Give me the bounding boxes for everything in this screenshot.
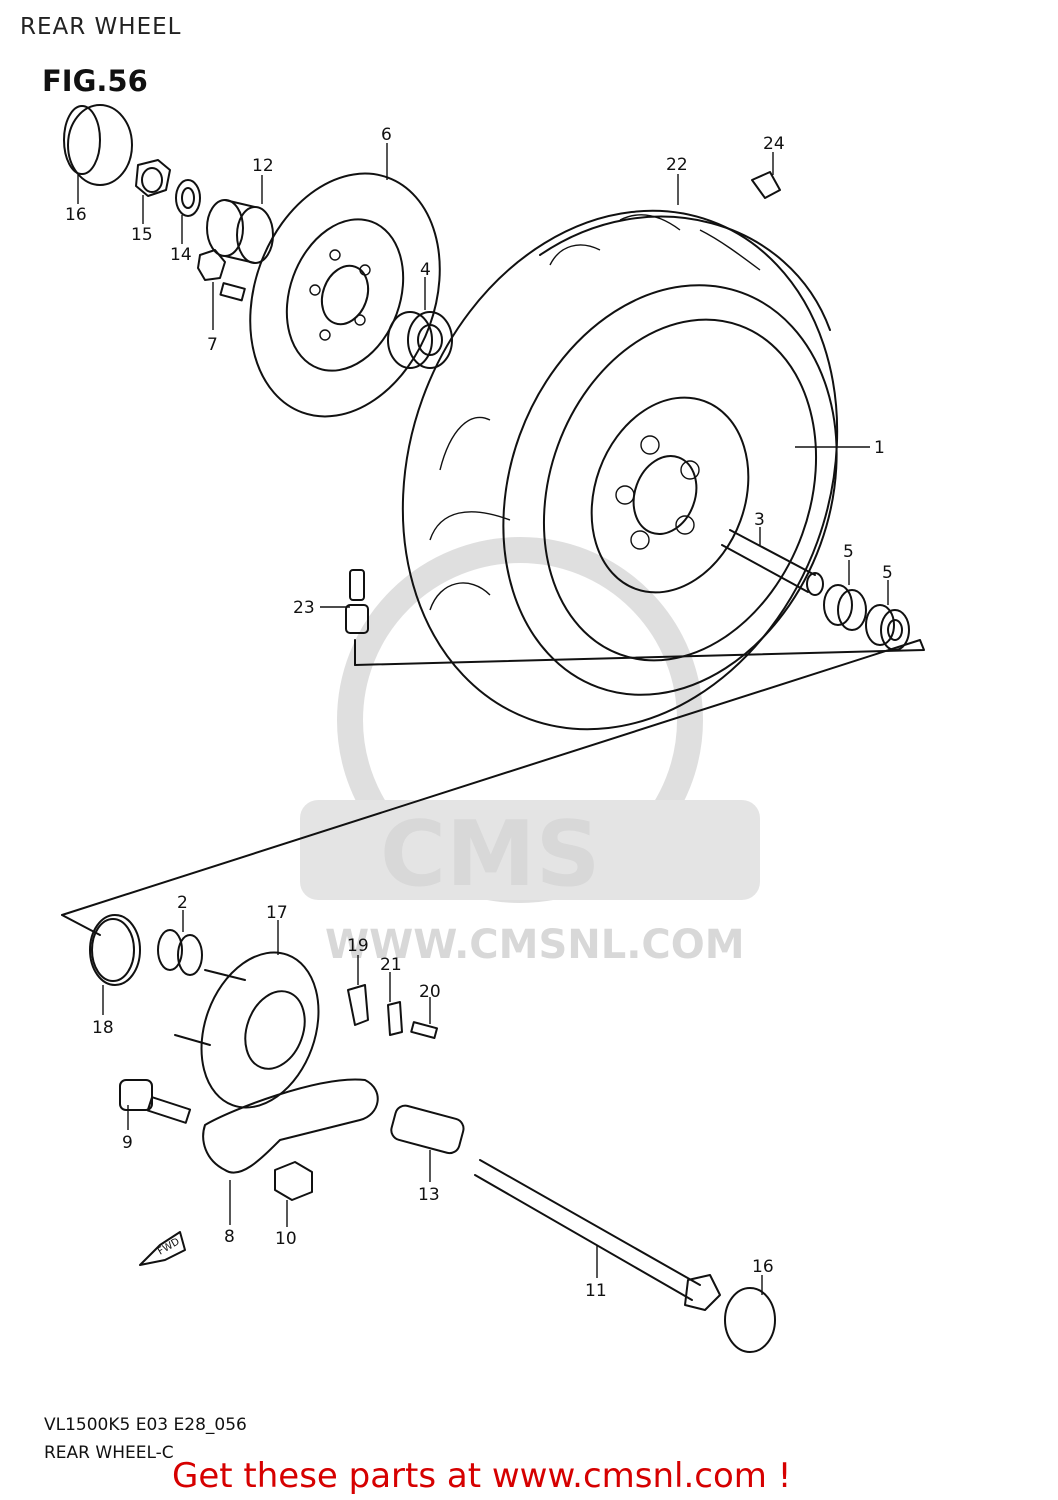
tire-22: [429, 214, 831, 611]
bolt-7: [197, 249, 246, 302]
plate-19: [347, 984, 369, 1026]
callout-19: 19: [347, 936, 369, 956]
spacer-12: [206, 199, 274, 264]
cap-16-bottom: [724, 1287, 776, 1353]
leader-lines: [77, 143, 889, 1295]
callout-16-top: 16: [65, 205, 87, 225]
washer-14: [175, 179, 201, 217]
cap-16-top: [63, 104, 133, 186]
valve-23: [345, 569, 369, 634]
clip-24: [751, 171, 781, 199]
callout-2: 2: [177, 893, 188, 913]
callout-17: 17: [266, 903, 288, 923]
callout-3: 3: [754, 510, 765, 530]
callout-11: 11: [585, 1281, 607, 1301]
sleeve-3: [721, 529, 824, 596]
bearing-5a: [823, 584, 867, 631]
callout-5b: 5: [882, 563, 893, 583]
torque-link-8: [202, 1078, 379, 1174]
callout-20: 20: [419, 982, 441, 1002]
callout-8: 8: [224, 1227, 235, 1247]
callout-16-bottom: 16: [752, 1257, 774, 1277]
callout-9: 9: [122, 1133, 133, 1153]
callout-13: 13: [418, 1185, 440, 1205]
bearing-2: [157, 929, 203, 976]
callout-1: 1: [874, 438, 885, 458]
callout-6: 6: [381, 125, 392, 145]
fwd-arrow-icon: FWD: [139, 1231, 186, 1266]
figure-label: FIG.56: [42, 64, 148, 98]
bolt-9: [119, 1079, 192, 1124]
model-code: VL1500K5 E03 E28_056: [44, 1415, 247, 1435]
callout-18: 18: [92, 1018, 114, 1038]
rear-wheel-1: [401, 209, 839, 731]
nut-10: [274, 1161, 313, 1201]
callout-23: 23: [293, 598, 315, 618]
callout-4: 4: [420, 260, 431, 280]
callout-22: 22: [666, 155, 688, 175]
watermark-url: WWW.CMSNL.COM: [325, 922, 745, 968]
bracket-21: [387, 1001, 403, 1036]
cta-link[interactable]: Get these parts at www.cmsnl.com !: [172, 1456, 792, 1496]
callout-10: 10: [275, 1229, 297, 1249]
callout-numbers: 1 2 3 4 5 5 6 7 8 9 10 11 12 13 14 15 16…: [65, 125, 893, 1301]
callout-5a: 5: [843, 542, 854, 562]
callout-12: 12: [252, 156, 274, 176]
callout-14: 14: [170, 245, 192, 265]
callout-21: 21: [380, 955, 402, 975]
o-ring-18: [89, 914, 141, 986]
brake-disc-6: [249, 172, 441, 418]
callout-7: 7: [207, 335, 218, 355]
callout-15: 15: [131, 225, 153, 245]
nut-15: [135, 159, 171, 197]
bearing-5b: [865, 604, 910, 651]
bolt-20: [410, 1021, 439, 1040]
hub-17: [174, 951, 320, 1109]
page-title: REAR WHEEL: [20, 14, 182, 40]
callout-24: 24: [763, 134, 785, 154]
watermark-logo-text: CMS: [380, 802, 600, 907]
bearing-4: [387, 311, 453, 369]
collar-13: [390, 1104, 465, 1155]
diagram-caption: REAR WHEEL-C: [44, 1443, 174, 1463]
watermark-logo: CMS WWW.CMSNL.COM: [300, 537, 760, 968]
axle-11: [474, 1159, 721, 1311]
